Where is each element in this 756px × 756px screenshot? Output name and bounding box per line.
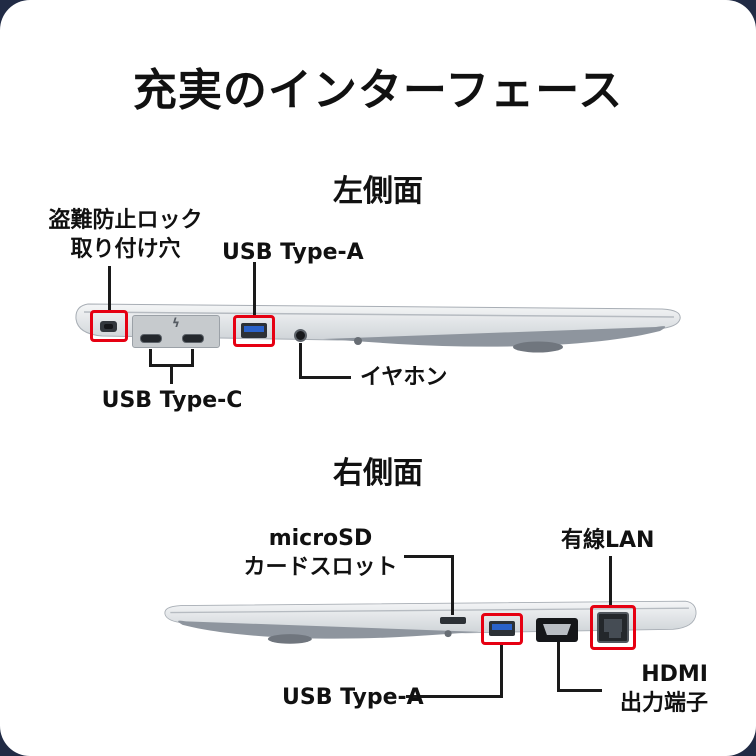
usb-c-port-2 <box>182 334 204 343</box>
thunderbolt-icon: ϟ <box>172 316 180 330</box>
lock-label-line1: 盗難防止ロック <box>48 208 203 233</box>
microsd-label-line2: カードスロット <box>243 555 398 580</box>
usb-a-left-callout-line <box>253 262 256 315</box>
earphone-callout-line-vertical <box>299 343 302 379</box>
lan-callout-line <box>609 556 612 605</box>
microsd-callout-line-vertical <box>451 555 454 615</box>
usb-a-right-callout-line-horizontal <box>406 695 503 698</box>
usb-a-port-right <box>489 621 515 636</box>
hdmi-label: HDMI 出力端子 <box>588 660 708 718</box>
hdmi-label-line1: HDMI <box>641 662 708 687</box>
microsd-card-slot <box>440 617 466 624</box>
usb-c-bracket-stub <box>170 364 173 384</box>
hdmi-callout-line-horizontal <box>557 689 602 692</box>
earphone-callout-line-horizontal <box>299 376 351 379</box>
usb-a-left-highlight-box <box>233 315 275 347</box>
hdmi-port-inner <box>543 624 571 635</box>
microsd-callout-line-horizontal <box>404 555 454 558</box>
usb-a-port-left-tongue <box>244 326 264 332</box>
lock-label: 盗難防止ロック 取り付け穴 <box>28 206 223 264</box>
page-title: 充実のインターフェース <box>132 65 624 116</box>
hdmi-callout-line-vertical <box>557 642 560 692</box>
usb-c-port-panel <box>132 315 220 348</box>
usb-a-port-left <box>241 323 267 338</box>
right-side-heading: 右側面 <box>333 456 423 491</box>
lan-port <box>597 612 629 643</box>
lock-slot-highlight-box <box>90 310 128 342</box>
usb-a-right-callout-line-vertical <box>500 645 503 698</box>
hdmi-label-line2: 出力端子 <box>619 691 708 716</box>
earphone-jack-port <box>294 329 307 342</box>
laptop-left-side-illustration <box>68 294 688 366</box>
laptop-left-side-svg <box>75 303 681 353</box>
lan-highlight-box <box>590 605 636 650</box>
microsd-label-line1: microSD <box>268 526 373 551</box>
usb-a-right-highlight-box <box>481 613 523 645</box>
lan-label: 有線LAN <box>561 528 655 553</box>
left-side-heading: 左側面 <box>333 174 423 209</box>
lock-callout-line <box>108 266 111 310</box>
earphone-label: イヤホン <box>360 365 448 390</box>
usb-c-port-1 <box>140 334 162 343</box>
usb-a-left-label: USB Type-A <box>222 240 364 265</box>
security-lock-slot-opening <box>104 324 113 329</box>
security-lock-slot <box>100 321 117 332</box>
usb-c-bracket-line-1 <box>149 349 152 367</box>
microsd-label: microSD カードスロット <box>238 524 403 582</box>
usb-c-bracket-line-2 <box>191 349 194 367</box>
usb-a-right-label: USB Type-A <box>282 685 424 710</box>
lan-port-inner <box>604 619 622 632</box>
lock-label-line2: 取り付け穴 <box>70 237 181 262</box>
lan-port-notch <box>609 631 621 638</box>
usb-c-label: USB Type-C <box>101 388 243 413</box>
usb-a-port-right-tongue <box>492 624 512 630</box>
hdmi-port <box>536 618 578 642</box>
